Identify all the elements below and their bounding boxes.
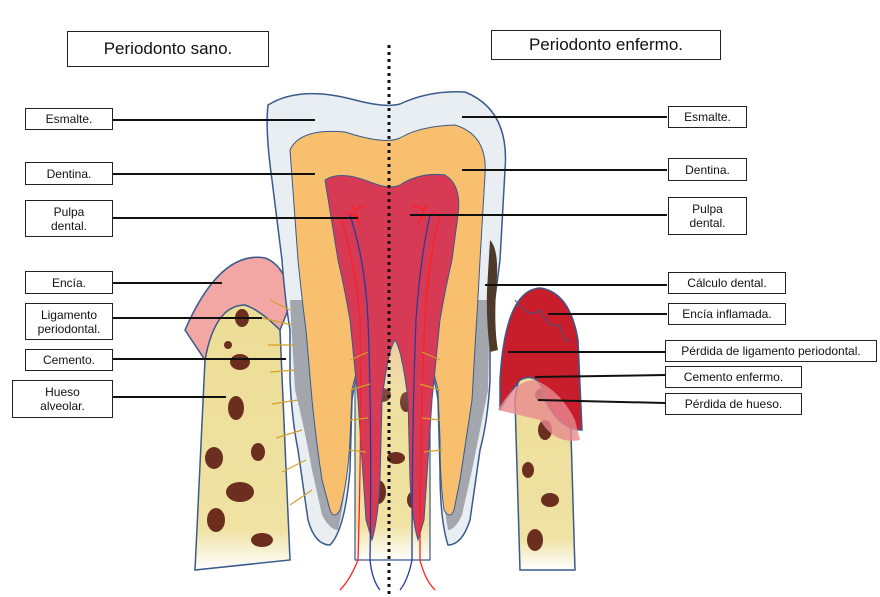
title-healthy: Periodonto sano.: [67, 31, 269, 67]
label-cemento-enfermo-right: Cemento enfermo.: [665, 366, 802, 388]
label-encia-left: Encía.: [25, 271, 113, 294]
label-perdida-ligamento-right: Pérdida de ligamento periodontal.: [665, 340, 877, 362]
label-pulpa-left: Pulpa dental.: [25, 200, 113, 237]
label-hueso-left: Hueso alveolar.: [12, 380, 113, 418]
title-diseased: Periodonto enfermo.: [491, 30, 721, 60]
label-dentina-right: Dentina.: [668, 158, 747, 181]
inflamed-gum: [498, 288, 582, 441]
label-pulpa-right: Pulpa dental.: [668, 197, 747, 235]
label-ligamento-left: Ligamento periodontal.: [25, 303, 113, 340]
label-encia-inflamada-right: Encía inflamada.: [668, 303, 786, 325]
label-esmalte-left: Esmalte.: [25, 108, 113, 130]
label-esmalte-right: Esmalte.: [668, 106, 747, 128]
label-calculo-right: Cálculo dental.: [668, 272, 786, 294]
label-dentina-left: Dentina.: [25, 162, 113, 185]
label-cemento-left: Cemento.: [25, 349, 113, 371]
label-perdida-hueso-right: Pérdida de hueso.: [665, 393, 802, 415]
